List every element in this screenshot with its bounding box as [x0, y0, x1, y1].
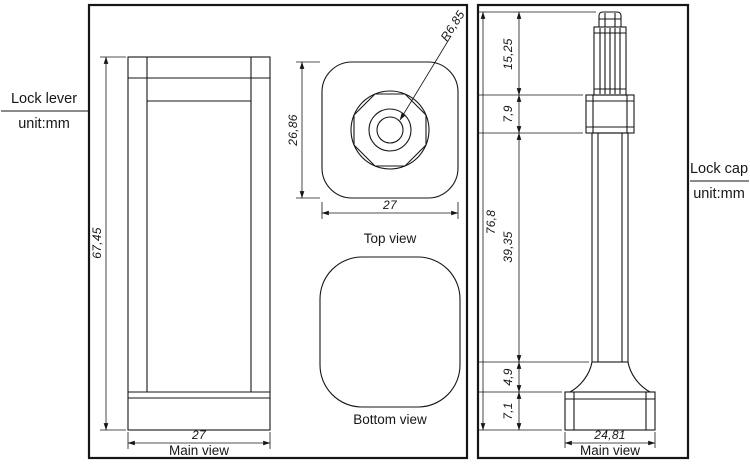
lock-cap-panel-border	[476, 3, 690, 460]
lever-bottom-view-drawing	[319, 256, 461, 408]
dim-topview-width: 27	[382, 198, 398, 212]
bottom-view-body-outline	[319, 256, 461, 408]
lock-cap-side-label: Lock cap unit:mm	[690, 161, 749, 202]
lever-top-view-drawing	[321, 61, 459, 199]
lever-main-view-drawing	[127, 56, 271, 431]
lock-lever-unit: unit:mm	[18, 116, 70, 132]
dim-cap-overall-height: 76,8	[484, 210, 498, 235]
cap-shaft-outline	[591, 132, 629, 363]
lock-lever-title: Lock lever	[11, 91, 77, 107]
lock-lever-panel-border	[87, 3, 469, 460]
top-view-inner-circle	[376, 116, 404, 144]
lock-lever-side-label: Lock lever unit:mm	[1, 91, 89, 132]
dim-lever-width: 27	[191, 428, 207, 442]
dim-cap-segment-2: 39,35	[501, 231, 515, 263]
caption-cap-main-view: Main view	[580, 443, 640, 458]
cap-flare-right	[627, 361, 651, 393]
dim-cap-segment-4: 7,1	[501, 402, 515, 420]
top-view-body-outline	[321, 61, 459, 199]
dim-cap-segment-3: 4,9	[501, 368, 515, 386]
dim-lever-height: 67,45	[90, 227, 104, 259]
lock-cap-title: Lock cap	[690, 161, 748, 177]
lever-top-view-dimensions	[296, 35, 459, 219]
lever-body-outline	[127, 56, 271, 431]
lever-main-view-dimensions	[100, 56, 271, 449]
cap-knob-outline	[598, 11, 622, 27]
dim-topview-radius: R6,85	[438, 8, 468, 44]
dim-cap-base-width: 24,81	[593, 428, 626, 442]
top-view-octagon	[353, 93, 427, 167]
radius-leader-line	[399, 35, 452, 121]
cap-flare-left	[569, 361, 593, 393]
caption-lever-main-view: Main view	[169, 443, 229, 458]
dim-cap-segment-1: 7,9	[501, 105, 515, 123]
caption-bottom-view: Bottom view	[353, 412, 427, 427]
lock-cap-unit: unit:mm	[693, 186, 745, 202]
top-view-middle-circle	[368, 108, 412, 152]
top-view-outer-circle	[350, 90, 430, 170]
cap-base-outline	[564, 391, 656, 431]
caption-top-view: Top view	[364, 231, 417, 246]
cap-main-view-drawing	[564, 11, 656, 431]
dim-cap-segment-0: 15,25	[501, 38, 515, 70]
cap-main-view-dimensions	[479, 11, 656, 448]
dim-topview-height: 26,86	[286, 114, 300, 147]
